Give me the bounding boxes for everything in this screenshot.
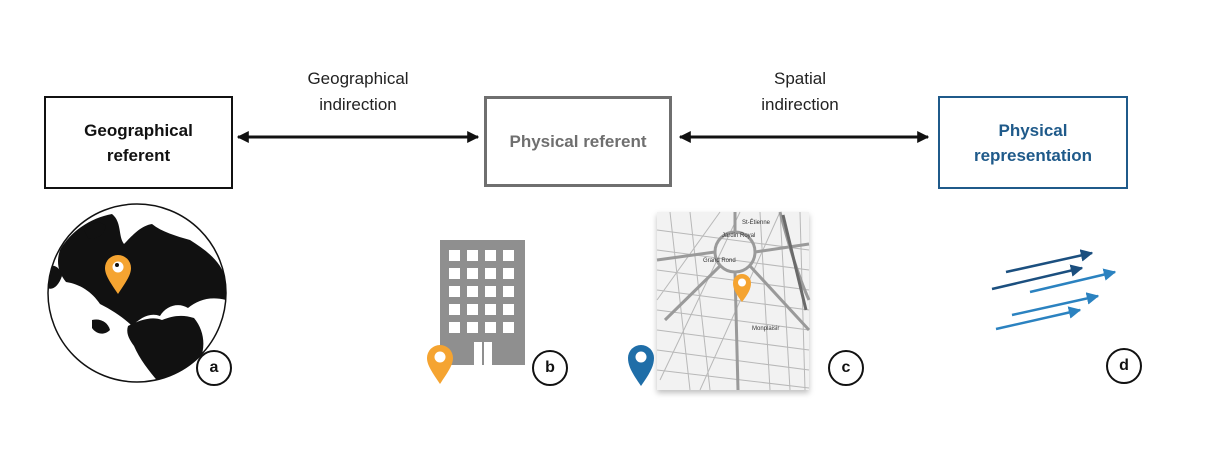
spatial-indirection-label: Spatial indirection	[710, 66, 890, 118]
badge-c: c	[828, 350, 864, 386]
geographical-indirection-line1: Geographical	[307, 69, 409, 88]
badge-d: d	[1106, 348, 1142, 384]
physical-representation-line2: representation	[973, 145, 1093, 165]
geographical-referent-line1: Geographical	[84, 120, 193, 140]
map-label-monplaisir: Monplaisir	[752, 326, 779, 332]
geographical-referent-box: Geographical referent	[44, 96, 233, 189]
location-pin-icon	[733, 274, 751, 302]
physical-representation-box: Physical representation	[938, 96, 1128, 189]
badge-a: a	[196, 350, 232, 386]
map-label-st-etienne: St-Étienne	[742, 219, 771, 226]
location-pin-icon	[628, 345, 654, 386]
physical-referent-box: Physical referent	[484, 96, 672, 187]
spatial-indirection-line2: indirection	[761, 95, 839, 114]
globe-icon	[47, 203, 227, 383]
physical-representation-line1: Physical	[998, 120, 1068, 140]
map-label-grand-rond: Grand Rond	[703, 258, 736, 264]
location-pin-icon	[105, 255, 131, 294]
spatial-indirection-line1: Spatial	[774, 69, 826, 88]
flow-arrows-icon	[991, 249, 1117, 331]
geographical-indirection-label: Geographical indirection	[268, 66, 448, 118]
geographical-referent-line2: referent	[106, 145, 171, 165]
location-pin-icon	[427, 345, 453, 384]
map-label-jardin-royal: Jardin Royal	[722, 233, 755, 239]
geographical-indirection-line2: indirection	[319, 95, 397, 114]
building-icon	[440, 240, 525, 365]
street-map-icon: St-Étienne Jardin Royal Grand Rond Monpl…	[656, 211, 811, 391]
physical-referent-label: Physical referent	[509, 132, 647, 151]
badge-b: b	[532, 350, 568, 386]
